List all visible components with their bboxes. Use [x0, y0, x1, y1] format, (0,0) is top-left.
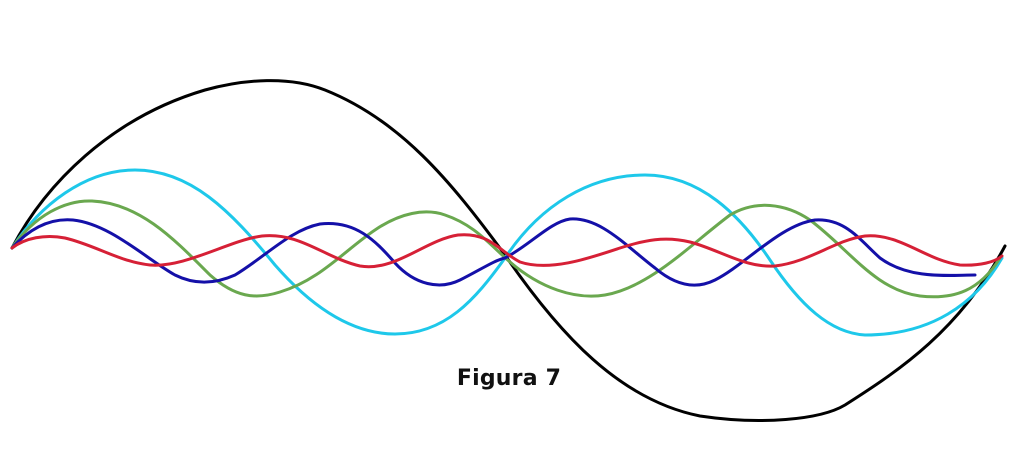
wave-red [10, 233, 1004, 269]
figure-caption: Figura 7 [0, 366, 1022, 391]
wave-black [10, 79, 1007, 422]
wave-green [10, 199, 1002, 299]
figure-caption-text: Figura 7 [456, 366, 562, 391]
wave-blue [10, 217, 977, 287]
